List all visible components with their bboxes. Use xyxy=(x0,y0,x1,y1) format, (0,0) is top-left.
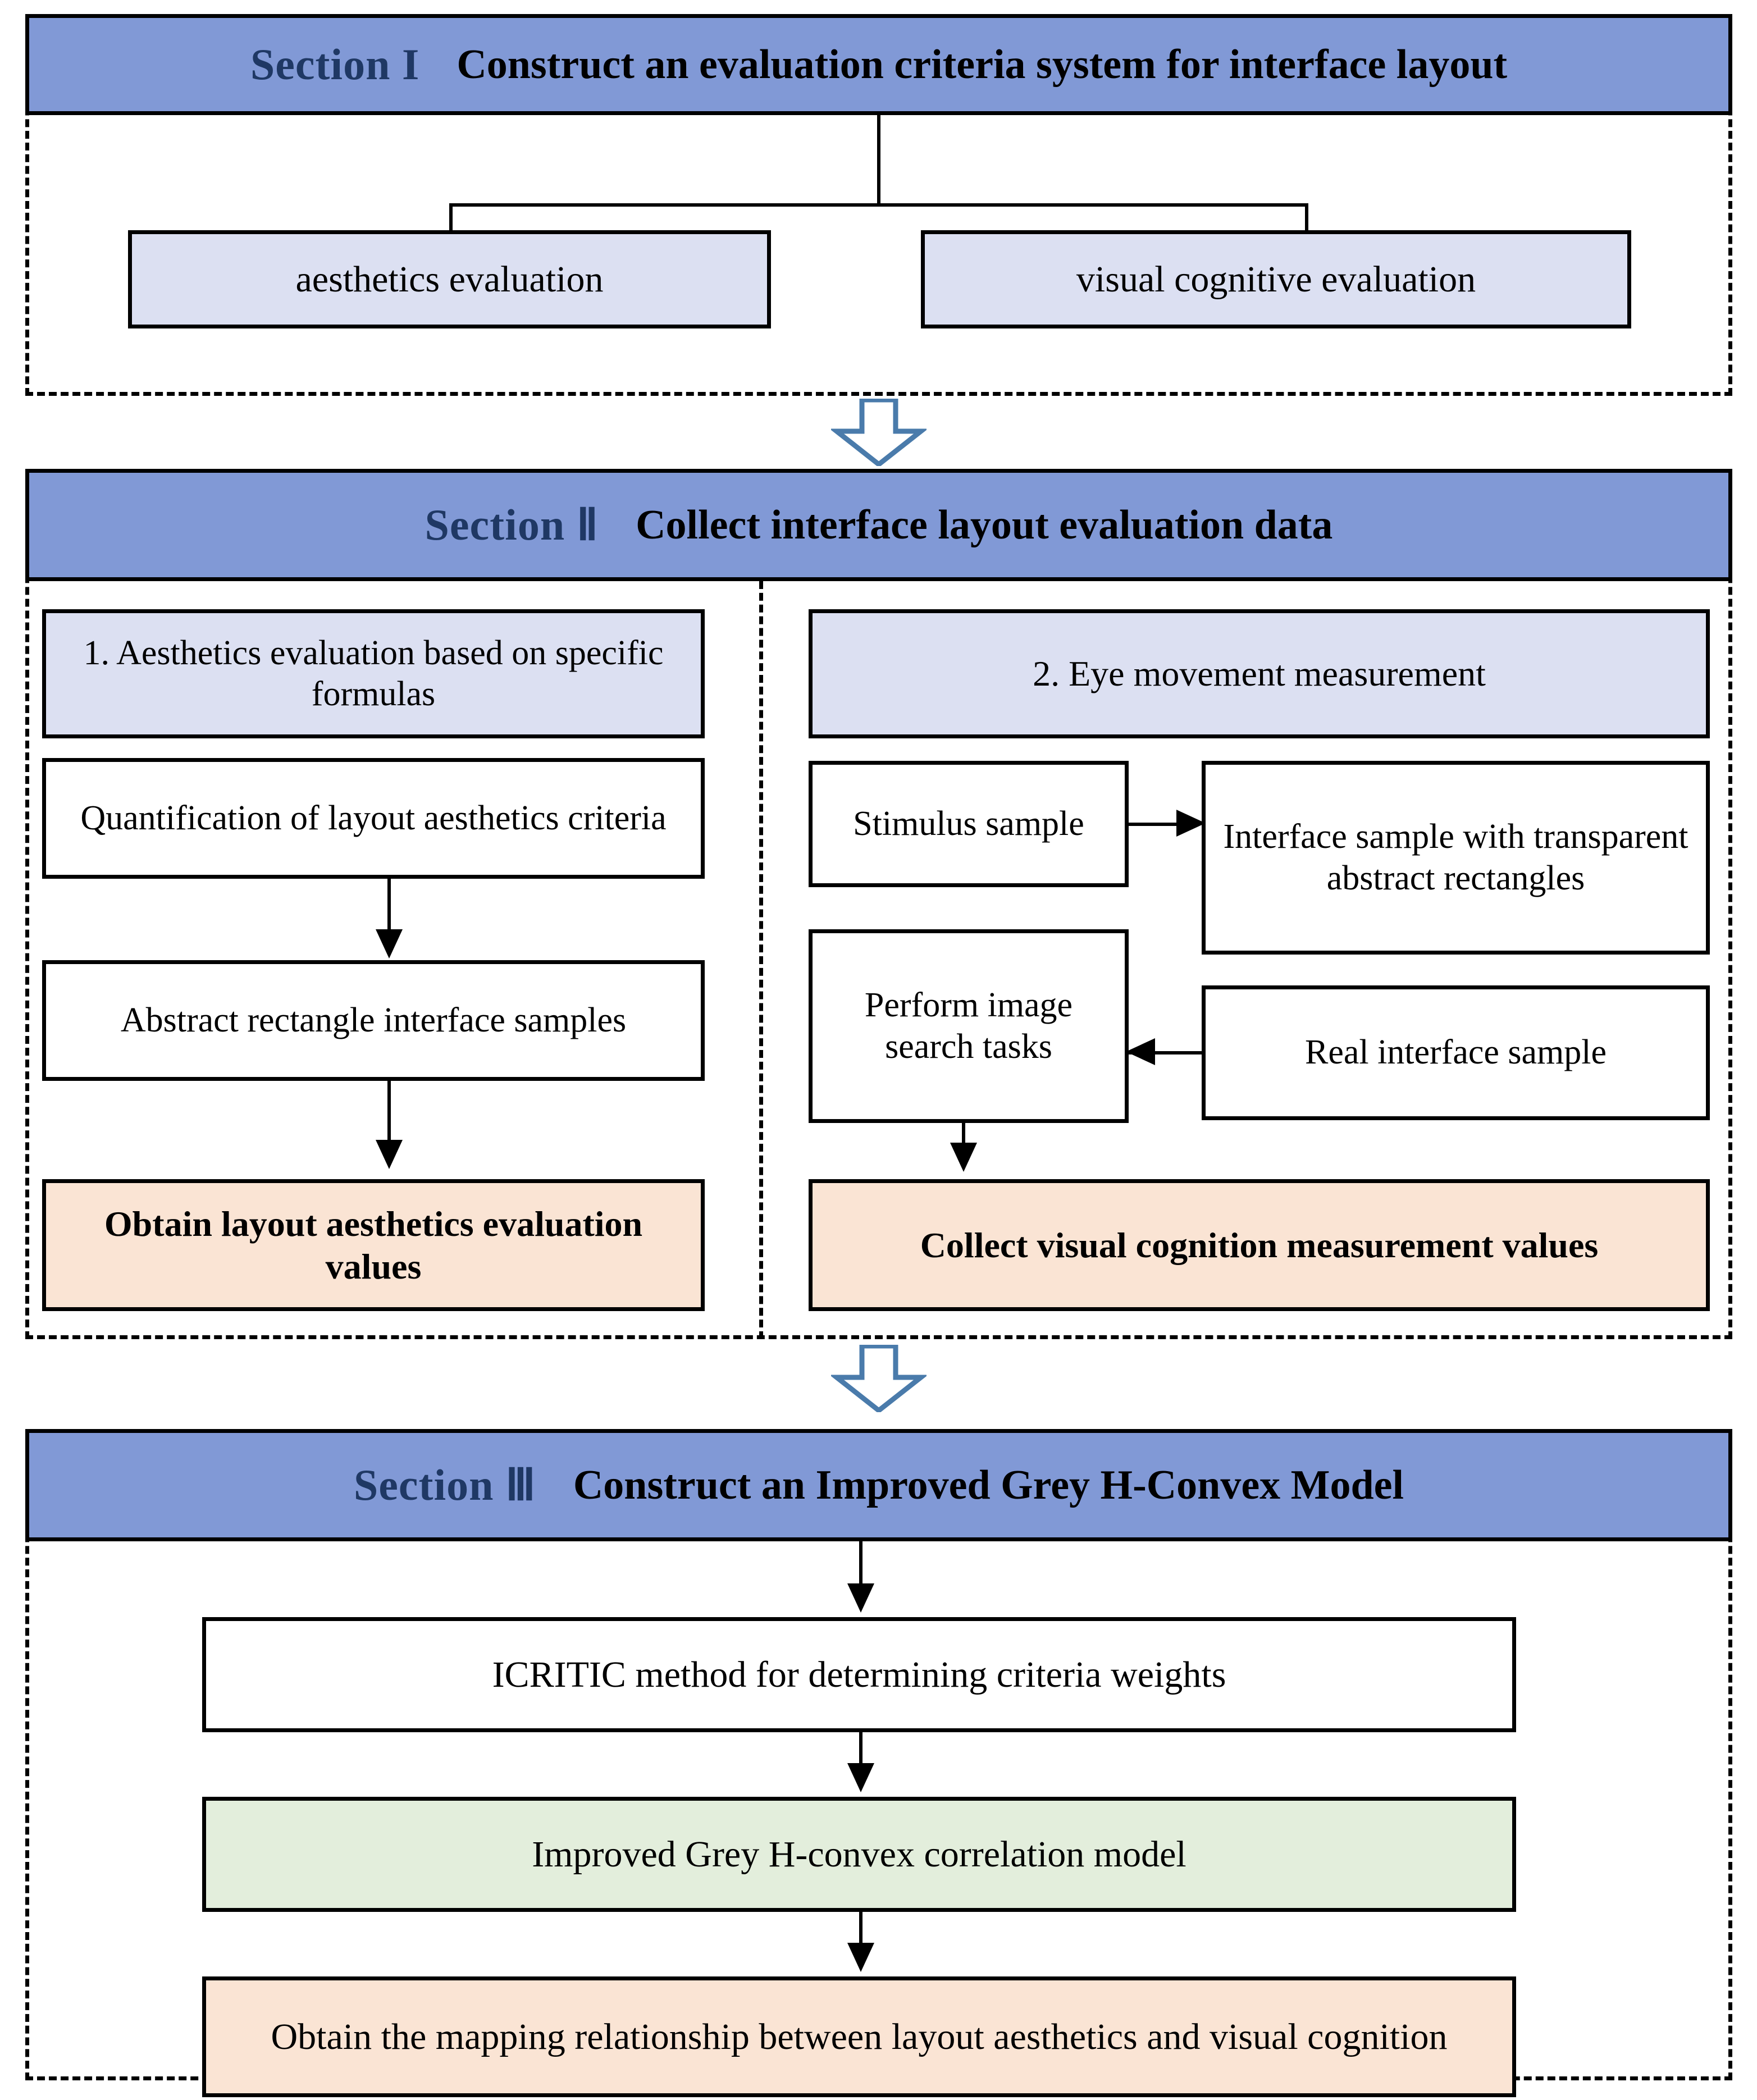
arrow-s3-2 xyxy=(847,1763,874,1792)
node-visual-cognitive-evaluation[interactable]: visual cognitive evaluation xyxy=(921,230,1631,328)
node-label: Obtain layout aesthetics evaluation valu… xyxy=(104,1203,643,1286)
connector-left-1 xyxy=(387,879,391,943)
node-stimulus-sample[interactable]: Stimulus sample xyxy=(809,761,1129,887)
node-label: Collect visual cognition measurement val… xyxy=(920,1225,1599,1265)
section-2-header: Section Ⅱ Collect interface layout evalu… xyxy=(25,469,1732,581)
node-aesthetics-formula-heading[interactable]: 1. Aesthetics evaluation based on specif… xyxy=(42,609,705,738)
connector-stimulus-to-interface xyxy=(1129,823,1190,826)
arrow-s3-1 xyxy=(847,1583,874,1613)
connector-s1-stem xyxy=(877,115,880,205)
node-collect-visual-cognition[interactable]: Collect visual cognition measurement val… xyxy=(809,1179,1710,1311)
node-label: Interface sample with transparent abstra… xyxy=(1223,818,1688,897)
section-1-header: Section I Construct an evaluation criter… xyxy=(25,14,1732,115)
node-label: Quantification of layout aesthetics crit… xyxy=(80,798,667,837)
section-1-title: Construct an evaluation criteria system … xyxy=(457,41,1508,88)
node-obtain-mapping[interactable]: Obtain the mapping relationship between … xyxy=(202,1976,1516,2097)
node-perform-image-search[interactable]: Perform image search tasks xyxy=(809,929,1129,1123)
arrow-stimulus-to-interface xyxy=(1176,810,1206,837)
node-label: aesthetics evaluation xyxy=(295,258,604,300)
node-grey-h-convex-model[interactable]: Improved Grey H-convex correlation model xyxy=(202,1797,1516,1912)
node-abstract-rectangle-samples[interactable]: Abstract rectangle interface samples xyxy=(42,960,705,1081)
node-label: Stimulus sample xyxy=(853,804,1084,843)
connector-real-to-perform xyxy=(1129,1051,1202,1054)
node-interface-sample-abstract[interactable]: Interface sample with transparent abstra… xyxy=(1202,761,1710,955)
node-eye-movement-heading[interactable]: 2. Eye movement measurement xyxy=(809,609,1710,738)
section-3-header: Section Ⅲ Construct an Improved Grey H-C… xyxy=(25,1429,1732,1541)
node-real-interface-sample[interactable]: Real interface sample xyxy=(1202,985,1710,1120)
connector-perform-down xyxy=(962,1123,965,1157)
node-label: Perform image search tasks xyxy=(864,986,1073,1066)
transition-arrow-1-2 xyxy=(831,399,927,466)
connector-s3-3 xyxy=(859,1912,862,1965)
node-label: Obtain the mapping relationship between … xyxy=(271,2016,1448,2057)
connector-s3-1 xyxy=(859,1541,862,1597)
arrow-s3-3 xyxy=(847,1943,874,1972)
section-2-column-divider xyxy=(759,581,763,1339)
node-aesthetics-evaluation[interactable]: aesthetics evaluation xyxy=(128,230,771,328)
section-3-label: Section Ⅲ xyxy=(353,1460,536,1509)
section-2-title: Collect interface layout evaluation data xyxy=(636,501,1333,548)
connector-left-2 xyxy=(387,1081,391,1154)
node-label: 2. Eye movement measurement xyxy=(1033,654,1486,694)
node-quantification-criteria[interactable]: Quantification of layout aesthetics crit… xyxy=(42,758,705,879)
section-1-label: Section I xyxy=(250,40,420,89)
section-3-title: Construct an Improved Grey H-Convex Mode… xyxy=(573,1462,1404,1508)
arrow-real-to-perform xyxy=(1126,1038,1155,1065)
connector-s1-left-drop xyxy=(449,203,453,254)
connector-s3-2 xyxy=(859,1732,862,1783)
connector-s1-right-drop xyxy=(1305,203,1308,254)
node-label: Abstract rectangle interface samples xyxy=(120,1001,627,1039)
node-label: visual cognitive evaluation xyxy=(1076,258,1476,300)
node-obtain-aesthetics-values[interactable]: Obtain layout aesthetics evaluation valu… xyxy=(42,1179,705,1311)
arrow-left-1 xyxy=(376,929,403,958)
arrow-left-2 xyxy=(376,1140,403,1169)
arrow-perform-down xyxy=(950,1143,977,1172)
section-2-label: Section Ⅱ xyxy=(425,500,599,549)
transition-arrow-2-3 xyxy=(831,1345,927,1412)
node-label: 1. Aesthetics evaluation based on specif… xyxy=(83,633,664,713)
node-icritic-method[interactable]: ICRITIC method for determining criteria … xyxy=(202,1617,1516,1732)
node-label: Improved Grey H-convex correlation model xyxy=(532,1833,1186,1875)
connector-s1-bridge xyxy=(449,203,1308,207)
node-label: ICRITIC method for determining criteria … xyxy=(492,1654,1226,1695)
node-label: Real interface sample xyxy=(1304,1033,1607,1072)
